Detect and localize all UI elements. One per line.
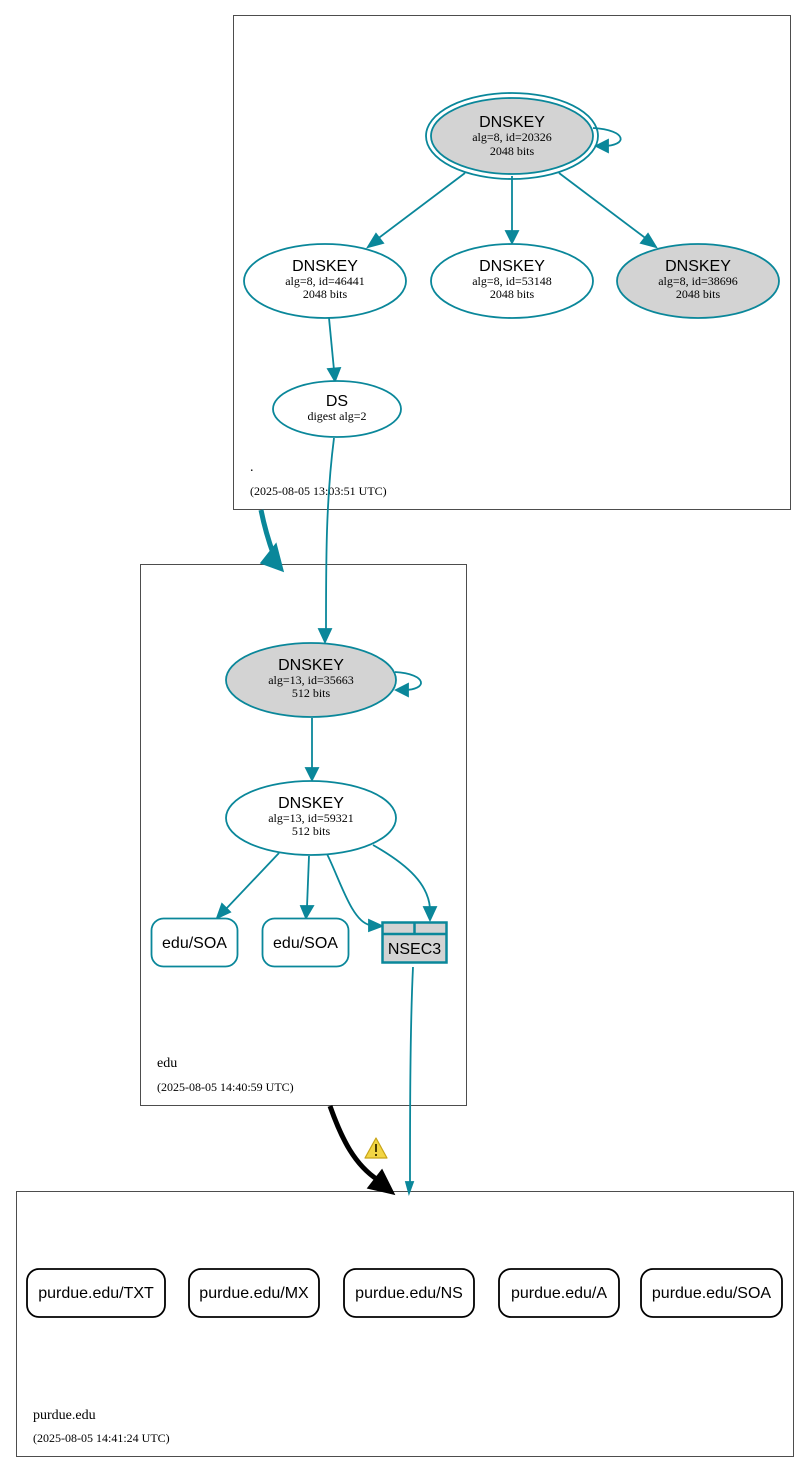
zone-purdue: purdue.edu (2025-08-05 14:41:24 UTC) [16, 1191, 794, 1457]
node-53148-line1: alg=8, id=53148 [472, 274, 552, 288]
edge-ksk-to-38696-arrow [639, 232, 658, 249]
node-53148-line2: 2048 bits [490, 287, 535, 301]
edge-edu-ksk-to-zsk-arrow [304, 767, 320, 783]
node-edu-zsk[interactable]: DNSKEY alg=13, id=59321 512 bits [225, 780, 397, 856]
node-edu-ksk-type: DNSKEY [278, 657, 344, 674]
edge-ksk-to-46441-arrow [366, 232, 385, 249]
zone-root: . (2025-08-05 13:03:51 UTC) [233, 15, 791, 510]
zone-root-border [233, 15, 791, 510]
node-46441-type: DNSKEY [292, 258, 358, 275]
edge-zsk-to-soa1 [224, 852, 280, 911]
edge-ksk-to-38696 [558, 172, 649, 241]
edge-zsk-to-soa1-arrow [215, 902, 232, 920]
edge-zsk-to-soa2 [306, 855, 310, 908]
edge-zsk-to-nsec3-b-arrow [422, 906, 438, 923]
node-edu-zsk-line2: 512 bits [292, 824, 331, 838]
edge-ds-to-edu-ksk-arrow [317, 628, 333, 645]
zone-purdue-label: purdue.edu [33, 1408, 96, 1423]
warning-icon[interactable] [364, 1137, 388, 1159]
edge-delegation-edu-to-purdue-arrow [366, 1168, 396, 1196]
node-root-zsk-46441[interactable]: DNSKEY alg=8, id=46441 2048 bits [243, 243, 407, 319]
edge-46441-to-ds [328, 317, 335, 371]
edge-nsec3-to-purdue-arrow [404, 1181, 415, 1196]
edge-ksk-to-46441 [375, 172, 466, 241]
node-root-ksk-line1: alg=8, id=20326 [472, 130, 552, 144]
zone-root-label: . [250, 460, 254, 475]
edges [215, 127, 658, 1196]
edge-delegation-edu-to-purdue [327, 1105, 380, 1183]
record-purdue-ns-label: purdue.edu/NS [355, 1285, 463, 1302]
record-purdue-txt-label: purdue.edu/TXT [38, 1285, 154, 1302]
node-38696-type: DNSKEY [665, 258, 731, 275]
record-purdue-mx[interactable]: purdue.edu/MX [188, 1268, 320, 1318]
edge-zsk-to-nsec3-a-arrow [368, 918, 385, 933]
node-46441-line1: alg=8, id=46441 [285, 274, 365, 288]
zone-purdue-border [16, 1191, 794, 1457]
node-root-zsk-53148[interactable]: DNSKEY alg=8, id=53148 2048 bits [430, 243, 594, 319]
record-purdue-mx-label: purdue.edu/MX [199, 1285, 309, 1302]
edge-zsk-to-nsec3-b [372, 844, 431, 909]
record-purdue-ns[interactable]: purdue.edu/NS [343, 1268, 475, 1318]
edge-delegation-root-to-edu-arrow [259, 542, 285, 573]
node-38696-line2: 2048 bits [676, 287, 721, 301]
zone-edu-border [140, 564, 467, 1106]
node-root-ksk[interactable]: DNSKEY alg=8, id=20326 2048 bits [425, 92, 599, 180]
node-46441-line2: 2048 bits [303, 287, 348, 301]
edge-edu-ksk-self [394, 671, 422, 691]
edge-zsk-to-nsec3-a [326, 853, 371, 926]
zone-purdue-timestamp: (2025-08-05 14:41:24 UTC) [33, 1431, 170, 1445]
node-edu-soa-2[interactable]: edu/SOA [261, 917, 350, 968]
node-edu-ksk-line2: 512 bits [292, 686, 331, 700]
node-edu-ksk[interactable]: DNSKEY alg=13, id=35663 512 bits [225, 642, 397, 718]
record-purdue-a[interactable]: purdue.edu/A [498, 1268, 620, 1318]
node-ds-type: DS [326, 393, 348, 410]
node-ds[interactable]: DS digest alg=2 [272, 380, 402, 438]
edge-zsk-to-soa2-arrow [299, 905, 315, 921]
zone-edu-timestamp: (2025-08-05 14:40:59 UTC) [157, 1080, 294, 1094]
record-purdue-soa[interactable]: purdue.edu/SOA [640, 1268, 783, 1318]
zone-root-timestamp: (2025-08-05 13:03:51 UTC) [250, 484, 387, 498]
node-53148-type: DNSKEY [479, 258, 545, 275]
edge-nsec3-to-purdue [409, 966, 414, 1183]
edge-root-ksk-self [592, 127, 622, 147]
node-ds-line1: digest alg=2 [307, 409, 366, 423]
zone-edu: edu (2025-08-05 14:40:59 UTC) [140, 564, 467, 1106]
node-edu-soa-1-label: edu/SOA [162, 935, 227, 952]
node-nsec3-label: NSEC3 [388, 941, 441, 958]
node-root-ksk-line2: 2048 bits [490, 144, 535, 158]
zone-edu-label: edu [157, 1056, 177, 1071]
edge-ds-to-edu-ksk [325, 437, 335, 631]
node-root-key-38696[interactable]: DNSKEY alg=8, id=38696 2048 bits [616, 243, 780, 319]
node-edu-zsk-line1: alg=13, id=59321 [268, 811, 354, 825]
node-edu-soa-1[interactable]: edu/SOA [150, 917, 239, 968]
node-root-ksk-type: DNSKEY [479, 114, 545, 131]
edge-edu-ksk-self-arrow [393, 682, 409, 698]
edge-root-ksk-self-arrow [593, 138, 609, 154]
node-nsec3[interactable]: NSEC3 [381, 921, 448, 964]
node-edu-ksk-line1: alg=13, id=35663 [268, 673, 354, 687]
record-purdue-txt[interactable]: purdue.edu/TXT [26, 1268, 166, 1318]
node-edu-soa-2-label: edu/SOA [273, 935, 338, 952]
record-purdue-soa-label: purdue.edu/SOA [652, 1285, 772, 1302]
edge-ksk-to-53148-arrow [504, 230, 520, 246]
record-purdue-a-label: purdue.edu/A [511, 1285, 607, 1302]
node-38696-line1: alg=8, id=38696 [658, 274, 738, 288]
node-edu-zsk-type: DNSKEY [278, 795, 344, 812]
edge-46441-to-ds-arrow [326, 366, 342, 384]
